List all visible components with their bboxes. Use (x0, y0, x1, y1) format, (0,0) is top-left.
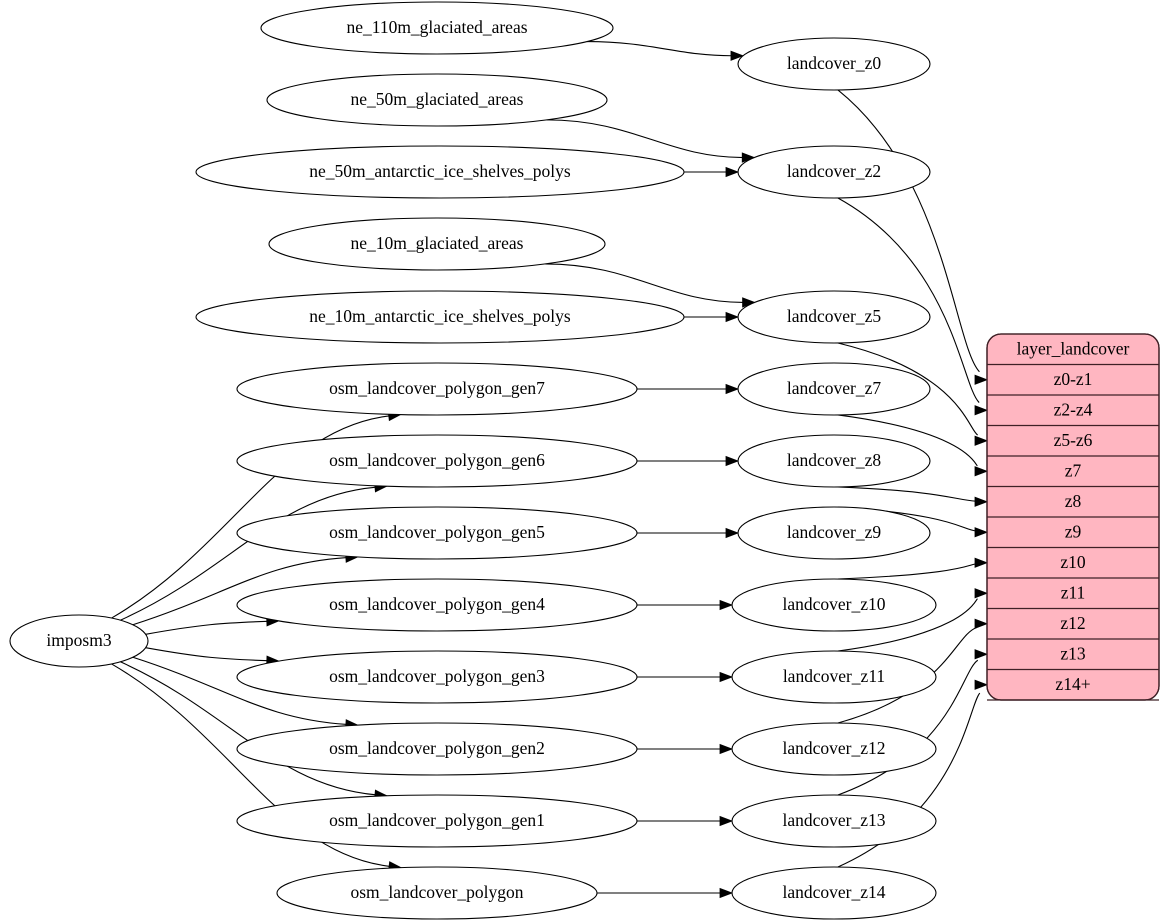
node-ne_10m_antarctic_ice_shelves_polys-shape (195, 290, 685, 344)
node-ne_50m_antarctic_ice_shelves_polys-shape (195, 145, 685, 199)
node-landcover_z7[interactable]: landcover_z7 (737, 362, 931, 416)
node-ne_50m_glaciated_areas-shape (266, 73, 608, 127)
record-row-z13[interactable]: z13 (1060, 643, 1086, 663)
node-osm_landcover_polygon_gen6-shape (236, 434, 638, 488)
node-landcover_z5-shape (737, 290, 931, 344)
node-osm_landcover_polygon_gen3[interactable]: osm_landcover_polygon_gen3 (236, 650, 638, 704)
node-landcover_z9-label: landcover_z9 (787, 522, 882, 542)
node-ne_50m_glaciated_areas[interactable]: ne_50m_glaciated_areas (266, 73, 608, 127)
record-row-z9[interactable]: z9 (1065, 521, 1082, 541)
node-ne_10m_glaciated_areas-shape (268, 217, 606, 271)
node-osm_landcover_polygon_gen7[interactable]: osm_landcover_polygon_gen7 (236, 362, 638, 416)
node-ne_50m_antarctic_ice_shelves_polys[interactable]: ne_50m_antarctic_ice_shelves_polys (195, 145, 685, 199)
node-osm_landcover_polygon_gen5[interactable]: osm_landcover_polygon_gen5 (236, 506, 638, 560)
node-landcover_z14-shape (731, 866, 937, 920)
node-ne_10m_antarctic_ice_shelves_polys[interactable]: ne_10m_antarctic_ice_shelves_polys (195, 290, 685, 344)
node-imposm3-label: imposm3 (46, 630, 111, 650)
node-ne_10m_glaciated_areas-label: ne_10m_glaciated_areas (351, 233, 524, 253)
node-ne_10m_antarctic_ice_shelves_polys-label: ne_10m_antarctic_ice_shelves_polys (309, 306, 571, 326)
node-osm_landcover_polygon_gen2[interactable]: osm_landcover_polygon_gen2 (236, 722, 638, 776)
node-osm_landcover_polygon_gen5-shape (236, 506, 638, 560)
node-landcover_z2-shape (737, 145, 931, 199)
node-landcover_z14[interactable]: landcover_z14 (731, 866, 937, 920)
node-osm_landcover_polygon_gen1-shape (236, 794, 638, 848)
node-osm_landcover_polygon_gen3-label: osm_landcover_polygon_gen3 (329, 666, 545, 686)
node-landcover_z9-shape (737, 506, 931, 560)
node-osm_landcover_polygon_gen1-label: osm_landcover_polygon_gen1 (329, 810, 545, 830)
node-landcover_z8-shape (737, 434, 931, 488)
node-osm_landcover_polygon_gen2-label: osm_landcover_polygon_gen2 (329, 738, 545, 758)
node-landcover_z2[interactable]: landcover_z2 (737, 145, 931, 199)
node-landcover_z9[interactable]: landcover_z9 (737, 506, 931, 560)
node-landcover_z0-label: landcover_z0 (787, 53, 882, 73)
node-ne_10m_glaciated_areas[interactable]: ne_10m_glaciated_areas (268, 217, 606, 271)
node-osm_landcover_polygon_gen4-label: osm_landcover_polygon_gen4 (329, 594, 545, 614)
record-row-z10[interactable]: z10 (1060, 552, 1086, 572)
node-landcover_z0-shape (737, 37, 931, 91)
node-landcover_z12-shape (731, 722, 937, 776)
record-header-label: layer_landcover (1017, 338, 1130, 358)
node-ne_110m_glaciated_areas[interactable]: ne_110m_glaciated_areas (260, 1, 614, 55)
record-row-z0-z1[interactable]: z0-z1 (1054, 369, 1093, 389)
node-ne_110m_glaciated_areas-label: ne_110m_glaciated_areas (346, 17, 527, 37)
node-landcover_z11-label: landcover_z11 (783, 666, 885, 686)
record-row-z7[interactable]: z7 (1065, 460, 1082, 480)
node-landcover_z14-label: landcover_z14 (782, 882, 885, 902)
node-osm_landcover_polygon_gen6[interactable]: osm_landcover_polygon_gen6 (236, 434, 638, 488)
node-landcover_z10[interactable]: landcover_z10 (731, 578, 937, 632)
node-landcover_z8[interactable]: landcover_z8 (737, 434, 931, 488)
record-row-z5-z6[interactable]: z5-z6 (1054, 430, 1093, 450)
node-landcover_z7-shape (737, 362, 931, 416)
node-ne_50m_antarctic_ice_shelves_polys-label: ne_50m_antarctic_ice_shelves_polys (309, 161, 571, 181)
node-osm_landcover_polygon-shape (276, 866, 598, 920)
node-osm_landcover_polygon-label: osm_landcover_polygon (350, 882, 523, 902)
node-osm_landcover_polygon_gen4-shape (236, 578, 638, 632)
node-landcover_z7-label: landcover_z7 (787, 378, 882, 398)
node-osm_landcover_polygon_gen1[interactable]: osm_landcover_polygon_gen1 (236, 794, 638, 848)
node-landcover_z11-shape (731, 650, 937, 704)
node-landcover_z13-shape (731, 794, 937, 848)
record-row-z12[interactable]: z12 (1060, 613, 1085, 633)
node-landcover_z2-label: landcover_z2 (787, 161, 881, 181)
node-osm_landcover_polygon_gen6-label: osm_landcover_polygon_gen6 (329, 450, 545, 470)
node-osm_landcover_polygon_gen7-shape (236, 362, 638, 416)
node-landcover_z8-label: landcover_z8 (787, 450, 882, 470)
node-osm_landcover_polygon_gen2-shape (236, 722, 638, 776)
node-landcover_z10-label: landcover_z10 (782, 594, 885, 614)
node-osm_landcover_polygon_gen4[interactable]: osm_landcover_polygon_gen4 (236, 578, 638, 632)
node-layer: ne_110m_glaciated_areas ne_50m_glaciated_… (9, 1, 937, 920)
node-imposm3-shape (9, 614, 149, 668)
record-node-layer-landcover[interactable]: layer_landcover z0-z1 z2-z4 z5-z6 z7 z8 z9 z10 z… (986, 333, 1160, 701)
node-osm_landcover_polygon_gen7-label: osm_landcover_polygon_gen7 (329, 378, 545, 398)
node-landcover_z13[interactable]: landcover_z13 (731, 794, 937, 848)
record-row-z11[interactable]: z11 (1061, 582, 1086, 602)
node-landcover_z11[interactable]: landcover_z11 (731, 650, 937, 704)
node-landcover_z0[interactable]: landcover_z0 (737, 37, 931, 91)
record-row-z14-[interactable]: z14+ (1055, 674, 1090, 694)
node-landcover_z12[interactable]: landcover_z12 (731, 722, 937, 776)
node-osm_landcover_polygon[interactable]: osm_landcover_polygon (276, 866, 598, 920)
record-row-z8[interactable]: z8 (1065, 491, 1082, 511)
node-landcover_z5-label: landcover_z5 (787, 306, 882, 326)
node-osm_landcover_polygon_gen3-shape (236, 650, 638, 704)
record-outline (986, 333, 1160, 701)
node-landcover_z10-shape (731, 578, 937, 632)
node-ne_50m_glaciated_areas-label: ne_50m_glaciated_areas (351, 89, 524, 109)
node-ne_110m_glaciated_areas-shape (260, 1, 614, 55)
record-row-z2-z4[interactable]: z2-z4 (1054, 399, 1093, 419)
node-landcover_z5[interactable]: landcover_z5 (737, 290, 931, 344)
node-imposm3[interactable]: imposm3 (9, 614, 149, 668)
record-layer: layer_landcover z0-z1 z2-z4 z5-z6 z7 z8 z9 z10 z… (986, 333, 1160, 701)
node-landcover_z13-label: landcover_z13 (782, 810, 885, 830)
node-osm_landcover_polygon_gen5-label: osm_landcover_polygon_gen5 (329, 522, 545, 542)
node-landcover_z12-label: landcover_z12 (782, 738, 885, 758)
